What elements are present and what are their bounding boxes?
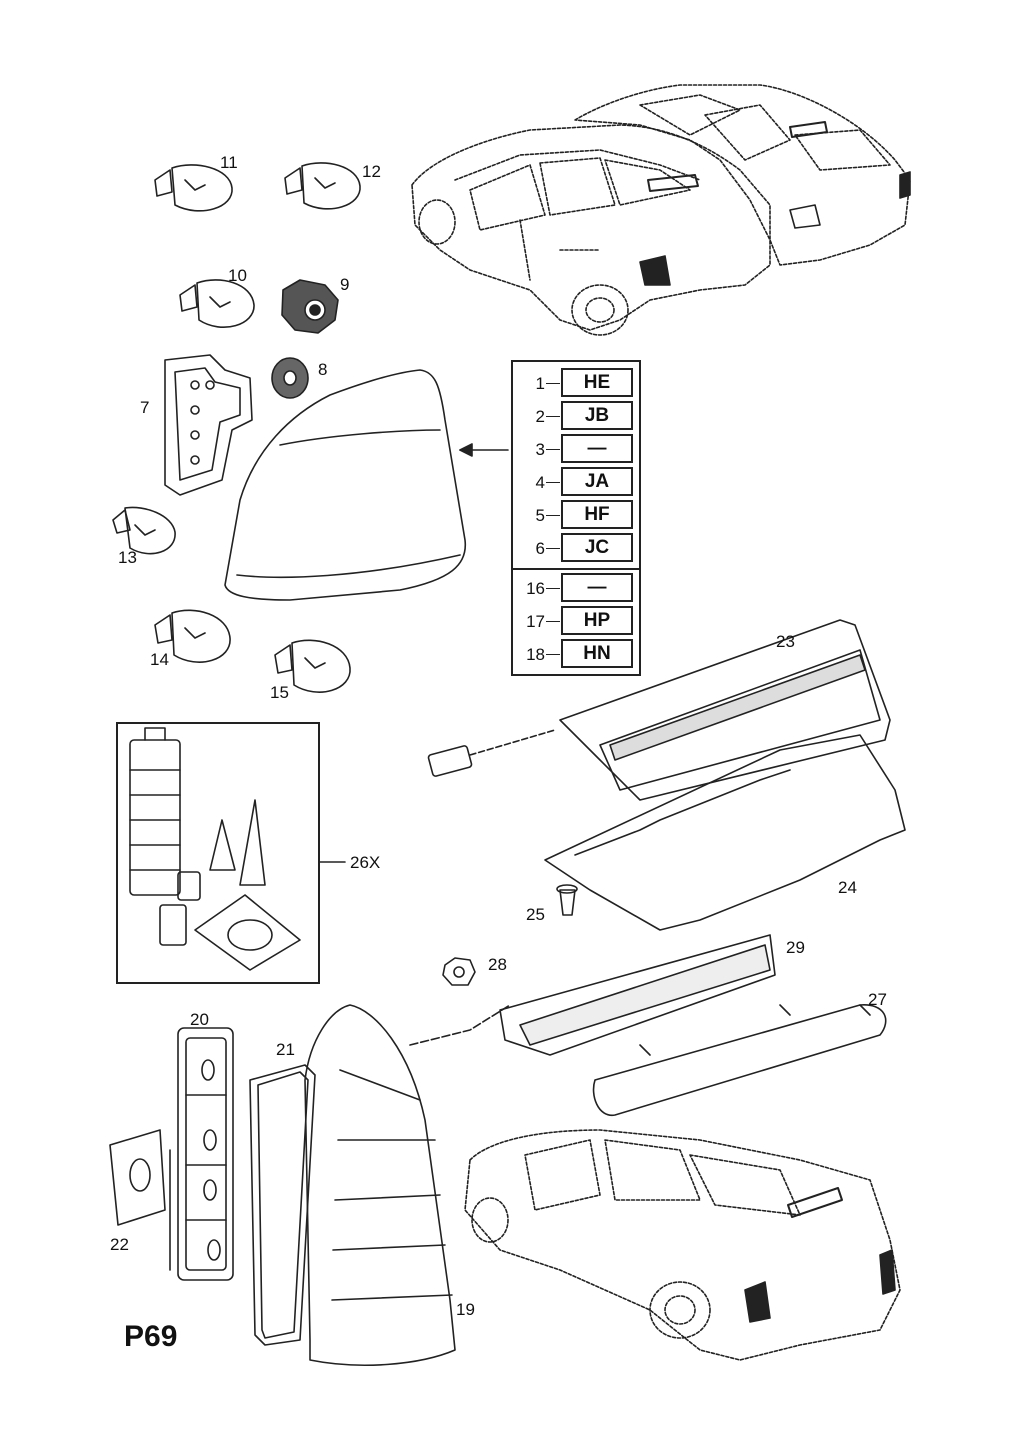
code-row-1: 1 HE	[513, 367, 639, 399]
wire-lead	[409, 1004, 511, 1046]
sedan-brake-lamp-mark	[789, 121, 828, 138]
callout-29: 29	[786, 938, 805, 957]
lamp-strip-27-icon	[592, 1004, 887, 1116]
callout-27: 27	[868, 990, 887, 1009]
nut-28-icon	[442, 957, 476, 986]
lamp-gasket-20-icon	[169, 1027, 234, 1281]
bulb-15-icon	[274, 639, 351, 693]
tail-lamp-assembly-icon	[224, 369, 467, 601]
callout-15: 15	[270, 683, 289, 702]
code-row-leader	[546, 449, 560, 450]
code-row-2: 2 JB	[513, 400, 639, 432]
bulbholder-nut-9-icon	[281, 279, 339, 334]
sedan-tail-lamp-mark	[789, 204, 821, 229]
code-row-number: 2	[535, 407, 545, 426]
code-row-number: 4	[535, 473, 545, 492]
option-code: JB	[561, 401, 633, 430]
option-code: JA	[561, 467, 633, 496]
sealant-kit-26x-icon	[129, 727, 301, 971]
option-code-table: 1 HE 2 JB 3 — 4 JA 5 HF 6 JC 16 — 17 HP …	[511, 360, 641, 676]
code-row-leader	[546, 416, 560, 417]
table-divider	[513, 568, 639, 570]
code-row-number: 18	[526, 645, 545, 664]
code-row-leader	[546, 654, 560, 655]
callout-13: 13	[118, 548, 137, 567]
code-row-6: 6 JC	[513, 532, 639, 564]
cover-24-icon	[544, 734, 906, 931]
code-row-number: 6	[535, 539, 545, 558]
option-code: JC	[561, 533, 633, 562]
grommet-8-icon	[271, 357, 309, 399]
connector-plug-icon	[427, 729, 556, 777]
page-code: P69	[124, 1320, 178, 1353]
callout-19: 19	[456, 1300, 475, 1319]
callout-24: 24	[838, 878, 857, 897]
estate-tail-lamp-mark	[744, 1281, 771, 1323]
code-row-leader	[546, 515, 560, 516]
code-row-3: 3 —	[513, 433, 639, 465]
callout-28: 28	[488, 955, 507, 974]
code-row-leader	[546, 588, 560, 589]
screw-25-icon	[556, 884, 578, 916]
code-row-leader	[546, 383, 560, 384]
code-row-17: 17 HP	[513, 605, 639, 637]
code-row-16: 16 —	[513, 572, 639, 604]
bulb-13-icon	[112, 506, 176, 555]
tail-lamp-lens-19-icon	[304, 1004, 456, 1366]
gasket-21-icon	[249, 1064, 316, 1346]
code-row-number: 5	[535, 506, 545, 525]
bulb-12-icon	[284, 162, 361, 210]
gasket-7-icon	[164, 354, 253, 496]
callout-8: 8	[318, 360, 328, 379]
callout-10: 10	[228, 266, 247, 285]
bulb-10-icon	[179, 279, 255, 328]
sealant-kit-frame	[116, 722, 320, 984]
code-row-4: 4 JA	[513, 466, 639, 498]
option-code: HF	[561, 500, 633, 529]
code-row-number: 17	[526, 612, 545, 631]
callout-14: 14	[150, 650, 169, 669]
code-row-leader	[546, 548, 560, 549]
sedan-car-illustration	[574, 84, 911, 266]
high-brake-lamp-23-icon	[559, 619, 891, 801]
option-code: HE	[561, 368, 633, 397]
code-row-leader	[546, 482, 560, 483]
callout-11: 11	[220, 153, 238, 172]
code-row-18: 18 HN	[513, 638, 639, 670]
code-row-leader	[546, 621, 560, 622]
callout-25: 25	[526, 905, 545, 924]
code-row-5: 5 HF	[513, 499, 639, 531]
callout-23: 23	[776, 632, 795, 651]
code-row-number: 3	[535, 440, 545, 459]
callout-7: 7	[140, 398, 150, 417]
high-brake-lamp-mark	[647, 174, 699, 192]
option-code: HN	[561, 639, 633, 668]
option-code: HP	[561, 606, 633, 635]
seal-22-icon	[109, 1129, 166, 1226]
callout-26x: 26X	[350, 853, 381, 872]
code-row-number: 1	[535, 374, 545, 393]
housing-29-icon	[499, 934, 776, 1056]
bulb-14-icon	[154, 609, 231, 663]
bulb-11-icon	[154, 164, 233, 212]
option-code: —	[561, 573, 633, 602]
estate-brake-lamp-mark	[787, 1187, 843, 1218]
hatchback-car-illustration	[411, 124, 771, 336]
callout-12: 12	[362, 162, 381, 181]
code-row-number: 16	[526, 579, 545, 598]
callout-20: 20	[190, 1010, 209, 1029]
callout-9: 9	[340, 275, 350, 294]
callout-21: 21	[276, 1040, 295, 1059]
option-code: —	[561, 434, 633, 463]
tail-lamp-mark	[639, 255, 671, 286]
callout-22: 22	[110, 1235, 129, 1254]
estate-car-illustration	[464, 1129, 901, 1361]
